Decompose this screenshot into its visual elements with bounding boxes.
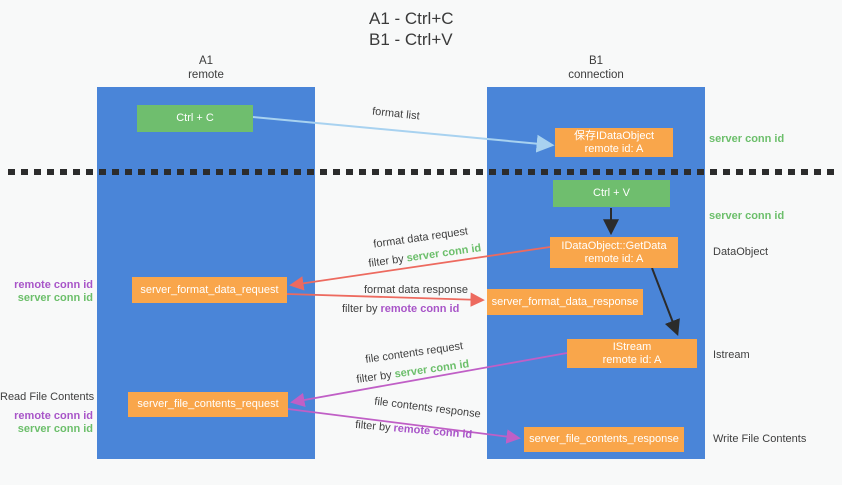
filter-by-text: filter by	[367, 253, 405, 270]
node-server-file-contents-response: server_file_contents_response	[524, 427, 684, 452]
label-server-conn-id-left-1: server conn id	[17, 292, 93, 304]
server-conn-id-text: server conn id	[405, 242, 482, 265]
label-istream: Istream	[713, 349, 750, 361]
edge-label-file-contents-response: file contents response	[373, 395, 482, 421]
title-line-1: A1 - Ctrl+C	[369, 9, 454, 28]
edge-label-format-list: format list	[371, 105, 421, 123]
node-ctrl-v: Ctrl + V	[553, 180, 670, 207]
lifeline-a1-name: A1	[198, 55, 214, 67]
node-ctrl-c: Ctrl + C	[137, 105, 253, 132]
node-server-file-contents-request: server_file_contents_request	[128, 392, 288, 417]
label-server-conn-id-top-right: server conn id	[709, 133, 785, 145]
filter-by-text: filter by	[355, 369, 393, 386]
node-server-file-contents-response-label: server_file_contents_response	[529, 433, 679, 445]
node-ctrl-v-label: Ctrl + V	[593, 187, 630, 199]
remote-conn-id-text: remote conn id	[380, 303, 460, 315]
lifeline-a1-header: A1 remote	[97, 54, 315, 82]
lifeline-a1-subtitle: remote	[188, 69, 224, 81]
node-idataobject-getdata: IDataObject::GetData remote id: A	[550, 237, 678, 268]
label-group-conn-ids-2: remote conn id server conn id	[0, 410, 93, 436]
label-server-conn-id-left-2: server conn id	[17, 423, 93, 435]
dotted-separator-line	[8, 169, 836, 175]
filter-by-text: filter by	[342, 303, 378, 315]
node-idataobject-getdata-subtitle: remote id: A	[584, 252, 644, 265]
label-read-file-contents: Read File Contents	[0, 391, 95, 403]
lifeline-b1-subtitle: connection	[568, 69, 624, 81]
node-istream: IStream remote id: A	[567, 339, 697, 368]
lifeline-b1-header: B1 connection	[487, 54, 705, 82]
label-remote-conn-id-1: remote conn id	[14, 279, 93, 291]
node-save-idataobject-title: 保存IDataObject	[573, 129, 655, 142]
diagram-title: A1 - Ctrl+C B1 - Ctrl+V	[369, 8, 454, 50]
label-write-file-contents: Write File Contents	[713, 433, 807, 445]
server-conn-id-text: server conn id	[393, 358, 470, 381]
node-idataobject-getdata-title: IDataObject::GetData	[561, 239, 667, 252]
node-istream-subtitle: remote id: A	[602, 353, 662, 366]
lifeline-b1-name: B1	[588, 55, 604, 67]
label-dataobject: DataObject	[713, 246, 769, 258]
node-save-idataobject: 保存IDataObject remote id: A	[555, 128, 673, 157]
node-istream-title: IStream	[612, 340, 652, 353]
node-save-idataobject-subtitle: remote id: A	[584, 142, 644, 155]
remote-conn-id-text: remote conn id	[393, 422, 473, 442]
node-ctrl-c-label: Ctrl + C	[176, 112, 214, 124]
node-server-format-data-request-label: server_format_data_request	[140, 283, 279, 296]
edge-label-format-data-response: format data response	[364, 284, 468, 296]
label-server-conn-id-mid-right: server conn id	[709, 210, 785, 222]
label-group-conn-ids-1: remote conn id server conn id	[0, 279, 93, 305]
node-server-file-contents-request-label: server_file_contents_request	[137, 398, 279, 410]
label-remote-conn-id-2: remote conn id	[14, 410, 93, 422]
node-server-format-data-response: server_format_data_response	[487, 289, 643, 315]
filter-by-text: filter by	[354, 418, 392, 434]
title-line-2: B1 - Ctrl+V	[369, 30, 453, 49]
node-server-format-data-request: server_format_data_request	[132, 277, 287, 303]
node-server-format-data-response-label: server_format_data_response	[491, 295, 639, 308]
